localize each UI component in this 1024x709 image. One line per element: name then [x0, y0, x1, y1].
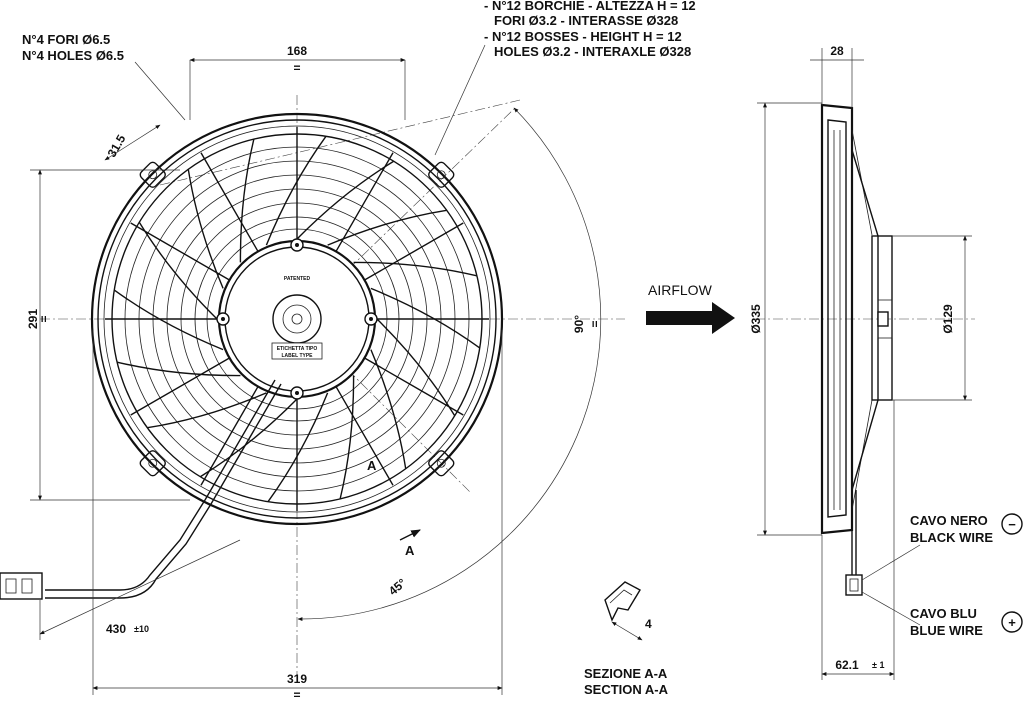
svg-text:± 1: ± 1 — [872, 660, 884, 670]
patented-label: PATENTED — [284, 276, 311, 282]
svg-text:430: 430 — [106, 622, 126, 636]
dim-28: 28 — [810, 44, 864, 108]
svg-text:Ø129: Ø129 — [941, 304, 955, 334]
svg-text:=: = — [37, 315, 51, 322]
blade — [116, 361, 241, 377]
svg-text:Ø335: Ø335 — [749, 304, 763, 334]
cable-black-it: CAVO NERO — [910, 513, 988, 528]
side-connector — [845, 574, 863, 596]
blue-wire-callout: CAVO BLU BLUE WIRE + — [861, 591, 1023, 638]
grille-spoke — [130, 222, 230, 281]
section-marker-a1: A — [405, 543, 415, 558]
bosses-note-it-1: - N°12 BORCHIE - ALTEZZA H = 12 — [484, 0, 696, 13]
cable-black-en: BLACK WIRE — [910, 530, 993, 545]
section-marker-a2: A — [367, 458, 377, 473]
wire-connector — [0, 572, 43, 600]
blade — [147, 392, 267, 429]
bosses-note: - N°12 BORCHIE - ALTEZZA H = 12 FORI Ø3.… — [434, 0, 696, 156]
dim-31-5: 31.5 — [104, 124, 161, 161]
svg-text:45°: 45° — [386, 576, 409, 599]
dim-62-1: 62.1 ± 1 — [821, 400, 895, 680]
airflow-arrow — [646, 302, 735, 334]
svg-text:62.1: 62.1 — [835, 658, 859, 672]
grille-spoke — [335, 386, 394, 486]
svg-text:31.5: 31.5 — [105, 132, 129, 160]
dim-129: Ø129 — [892, 235, 972, 401]
blade — [296, 160, 395, 240]
label-type-it: ETICHETTA TIPO — [277, 346, 318, 352]
grille-spoke — [364, 222, 464, 281]
bosses-note-en-1: - N°12 BOSSES - HEIGHT H = 12 — [484, 29, 682, 44]
dim-291: 291 = — [26, 169, 190, 501]
svg-text:+: + — [1008, 615, 1016, 630]
blade — [187, 169, 224, 289]
svg-text:319: 319 — [287, 672, 307, 686]
black-wire-callout: CAVO NERO BLACK WIRE − — [861, 513, 1023, 581]
airflow-label: AIRFLOW — [648, 282, 713, 298]
plus-icon — [1001, 611, 1023, 633]
holes-note-en: N°4 HOLES Ø6.5 — [22, 48, 124, 63]
dim-335: Ø335 — [749, 102, 822, 536]
holes-note-it: N°4 FORI Ø6.5 — [22, 32, 110, 47]
dim-168: 168 = — [189, 44, 406, 120]
section-detail: 4 SEZIONE A-A SECTION A-A — [584, 581, 669, 697]
grille-spoke — [364, 357, 464, 416]
cable-blue-en: BLUE WIRE — [910, 623, 983, 638]
svg-text:=: = — [588, 320, 602, 327]
airflow-indicator: AIRFLOW — [646, 282, 735, 334]
blade — [376, 318, 456, 417]
svg-text:±10: ±10 — [134, 624, 149, 634]
bosses-note-en-2: HOLES Ø3.2 - INTERAXLE Ø328 — [494, 44, 691, 59]
dim-430: 430 ±10 — [39, 539, 241, 640]
svg-text:291: 291 — [26, 309, 40, 329]
label-type-en: LABEL TYPE — [281, 353, 313, 359]
svg-text:4: 4 — [645, 617, 652, 631]
svg-text:=: = — [293, 61, 300, 75]
grille-spoke — [335, 152, 394, 252]
svg-text:168: 168 — [287, 44, 307, 58]
fan-wire — [45, 379, 276, 591]
section-it: SEZIONE A-A — [584, 666, 668, 681]
svg-text:−: − — [1008, 517, 1016, 532]
svg-text:=: = — [293, 688, 300, 702]
grille-spoke — [200, 386, 259, 486]
blade — [199, 398, 298, 478]
minus-icon — [1001, 513, 1023, 535]
front-view: PATENTED ETICHETTA TIPO LABEL TYPE A A — [0, 95, 625, 680]
holes-note: N°4 FORI Ø6.5 N°4 HOLES Ø6.5 — [22, 32, 186, 121]
blade — [370, 349, 407, 469]
cable-blue-it: CAVO BLU — [910, 606, 977, 621]
bosses-note-it-2: FORI Ø3.2 - INTERASSE Ø328 — [494, 13, 678, 28]
section-en: SECTION A-A — [584, 682, 669, 697]
svg-text:28: 28 — [830, 44, 844, 58]
blade — [239, 138, 255, 263]
grille-spoke — [130, 357, 230, 416]
svg-text:90°: 90° — [572, 315, 586, 333]
blade — [327, 209, 447, 246]
blade — [138, 221, 218, 320]
grille-spoke — [200, 152, 259, 252]
side-view — [755, 103, 975, 596]
blade — [113, 289, 224, 351]
